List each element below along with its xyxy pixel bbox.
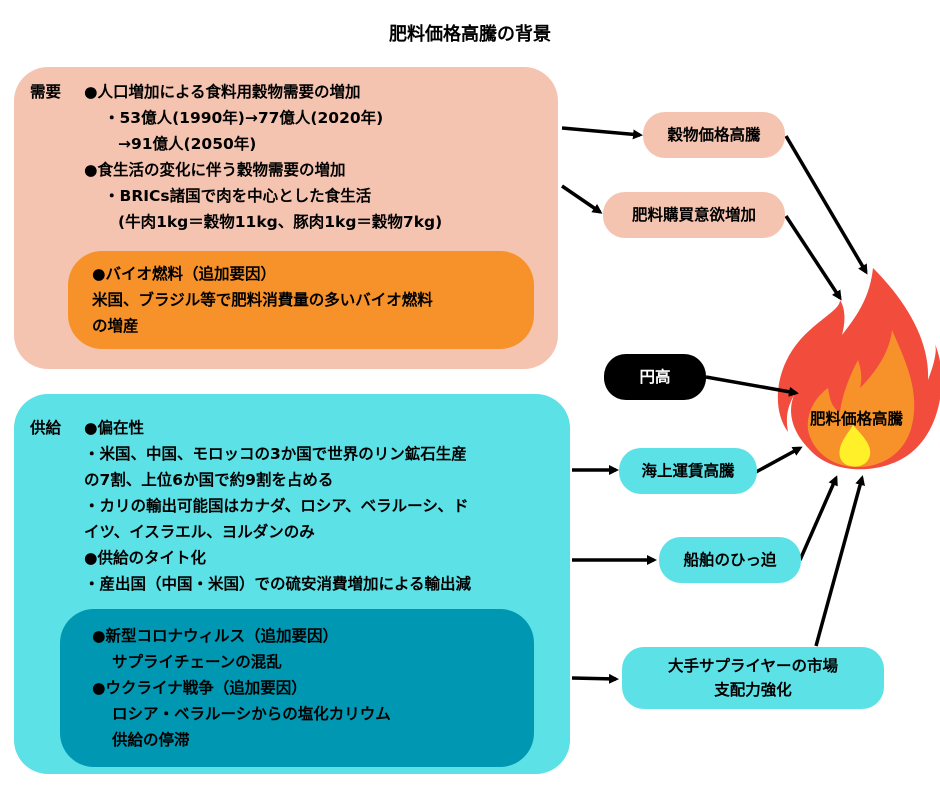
node-supplier-line: 支配力強化 (714, 681, 792, 699)
demand-line: →91億人(2050年) (118, 135, 257, 153)
additional-line: ロシア・ベラルーシからの塩化カリウム (112, 705, 391, 723)
demand-line: ・53億人(1990年)→77億人(2020年) (104, 109, 384, 127)
additional-line: ●ウクライナ戦争（追加要因） (92, 679, 307, 697)
arrow-yen-to-flame (705, 375, 799, 397)
diagram-title: 肥料価格高騰の背景 (389, 24, 551, 45)
node-fertilizer-demand: 肥料購買意欲増加 (603, 192, 785, 238)
additional-line: ●新型コロナウィルス（追加要因） (92, 627, 339, 645)
supply-line: ・カリの輸出可能国はカナダ、ロシア、ベラルーシ、ド (84, 497, 469, 515)
supply-line: ●供給のタイト化 (84, 549, 207, 567)
node-freight: 海上運賃高騰 (619, 448, 757, 494)
arrow-ship-to-flame (798, 475, 838, 561)
node-grain-price: 穀物価格高騰 (643, 112, 785, 158)
additional-line: 供給の停滞 (112, 731, 190, 749)
biofuel-line: 米国、ブラジル等で肥料消費量の多いバイオ燃料 (92, 291, 433, 309)
demand-line: ●食生活の変化に伴う穀物需要の増加 (84, 161, 346, 179)
additional-line: サプライチェーンの混乱 (112, 653, 282, 671)
demand-line: (牛肉1kg＝穀物11kg、豚肉1kg＝穀物7kg) (118, 213, 443, 231)
node-ship-shortage: 船舶のひっ迫 (659, 537, 801, 583)
flame-middle (807, 330, 915, 468)
arrow-demand-to-grain (561, 126, 643, 140)
demand-line: ●人口増加による食料用穀物需要の増加 (84, 83, 361, 101)
demand-label: 需要 (30, 83, 62, 101)
demand-line: ・BRICs諸国で肉を中心とした食生活 (104, 187, 372, 205)
arrow-demand-to-fertilizer (561, 184, 603, 214)
biofuel-line: の増産 (92, 317, 139, 335)
node-supplier-line: 大手サプライヤーの市場 (667, 657, 839, 675)
arrow-supply-to-supplier (571, 673, 619, 684)
arrow-fertilizer-to-flame (784, 215, 842, 301)
biofuel-line: ●バイオ燃料（追加要因） (92, 265, 277, 283)
flame-inner (839, 425, 871, 467)
biofuel-box (68, 251, 534, 349)
supply-line: ・産出国（中国・米国）での硫安消費増加による輸出減 (84, 575, 472, 593)
arrow-grain-to-flame (784, 135, 868, 275)
supply-line: の7割、上位6か国で約9割を占める (84, 471, 334, 489)
node-supplier-dominance: 大手サプライヤーの市場 支配力強化 (622, 647, 884, 709)
center-node-fertilizer-price: 肥料価格高騰 (810, 410, 904, 428)
flame-icon (777, 268, 940, 470)
node-yen: 円高 (604, 354, 706, 400)
additional-factors-box (60, 609, 534, 767)
arrow-freight-to-flame (755, 446, 803, 474)
supply-line: ・米国、中国、モロッコの3か国で世界のリン鉱石生産 (84, 445, 467, 463)
supply-line: イツ、イスラエル、ヨルダンのみ (84, 523, 315, 541)
supply-label: 供給 (30, 419, 62, 437)
supply-line: ●偏在性 (84, 419, 145, 437)
arrow-supplier-to-flame (814, 475, 865, 647)
